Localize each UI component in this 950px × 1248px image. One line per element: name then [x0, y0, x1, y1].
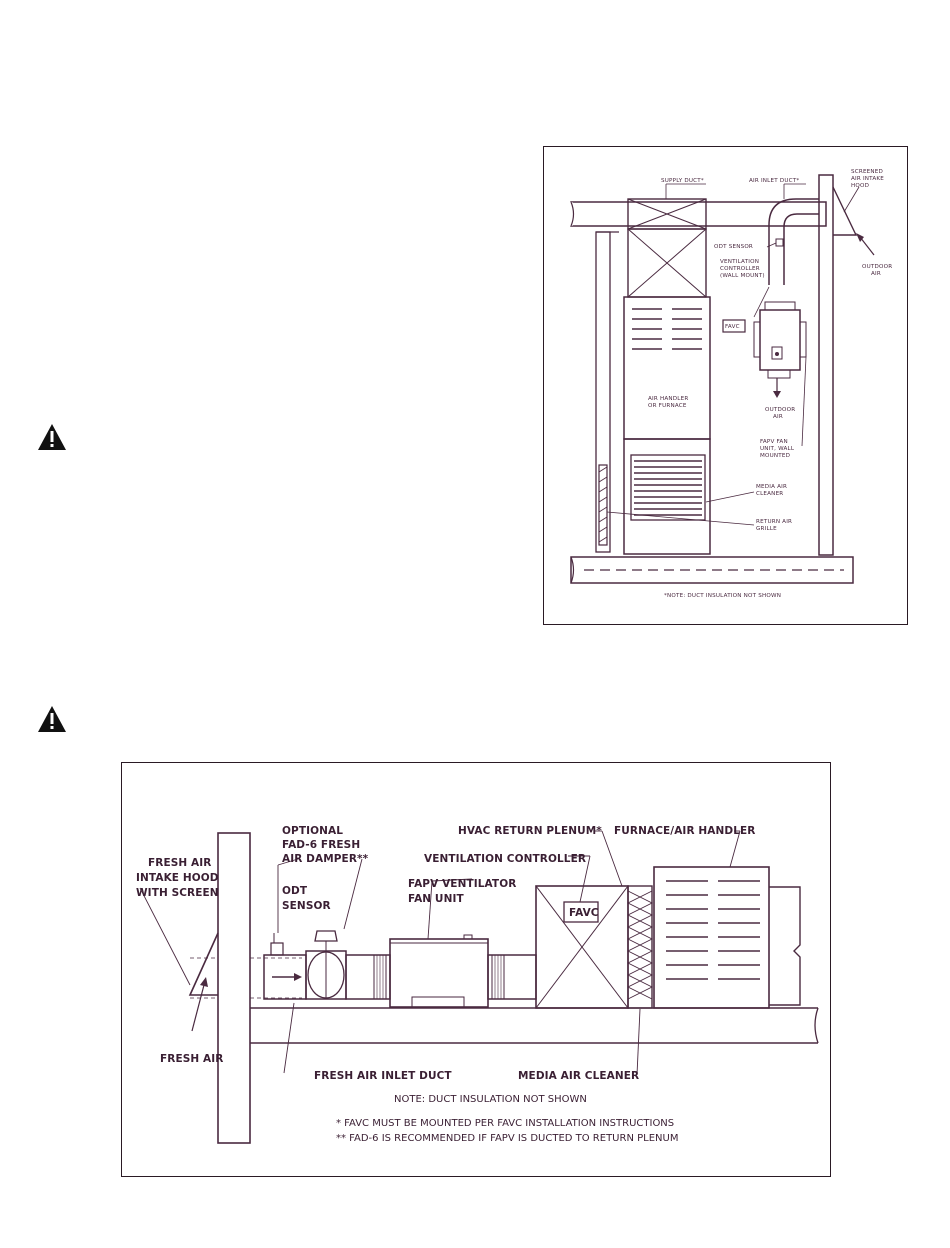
svg-text:SENSOR: SENSOR [282, 900, 331, 912]
fresh-air-intake-hood [188, 932, 219, 996]
label-odt-sensor: ODT SENSOR [714, 244, 753, 250]
label-optional-damper: OPTIONAL [282, 825, 343, 837]
svg-text:INTAKE HOOD: INTAKE HOOD [136, 872, 219, 884]
svg-text:AIR DAMPER**: AIR DAMPER** [282, 853, 369, 865]
screened-air-intake-hood [832, 186, 858, 236]
label-fapv-ventilator: FAPV VENTILATOR [408, 878, 516, 890]
ducted-diagram-drawing: OPTIONAL FAD-6 FRESH AIR DAMPER** HVAC R… [136, 825, 819, 1144]
label-outdoor-air-top: OUTDOOR [862, 264, 892, 270]
supply-duct [570, 201, 827, 227]
svg-text:MOUNTED: MOUNTED [760, 453, 790, 459]
furnace-air-handler [653, 866, 770, 1009]
label-furnace-air-handler: FURNACE/AIR HANDLER [614, 825, 755, 837]
svg-text:FAN UNIT: FAN UNIT [408, 893, 464, 905]
svg-text:GRILLE: GRILLE [756, 526, 777, 532]
label-fresh-air-intake-hood: FRESH AIR [148, 857, 211, 869]
label-media-air-cleaner: MEDIA AIR [756, 484, 787, 490]
label-outdoor-air-bottom: OUTDOOR [765, 407, 795, 413]
svg-text:AIR: AIR [871, 271, 881, 277]
label-fapv-fan-unit: FAPV FAN [760, 439, 788, 445]
favc-controller [722, 319, 746, 333]
label-fresh-air: FRESH AIR [160, 1053, 223, 1065]
svg-text:CLEANER: CLEANER [756, 491, 783, 497]
svg-text:HOOD: HOOD [851, 183, 869, 189]
label-return-air-grille: RETURN AIR [756, 519, 792, 525]
figure-wall-mount-diagram: SUPPLY DUCT* AIR INLET DUCT* SCREENED AI… [543, 146, 908, 625]
label-note-insulation: *NOTE: DUCT INSULATION NOT SHOWN [664, 593, 781, 599]
warning-triangle-icon [37, 705, 67, 733]
label-fresh-air-inlet-duct: FRESH AIR INLET DUCT [314, 1070, 452, 1082]
svg-text:CONTROLLER: CONTROLLER [720, 266, 760, 272]
return-air-grille [598, 464, 608, 546]
figure-ducted-diagram: OPTIONAL FAD-6 FRESH AIR DAMPER** HVAC R… [121, 762, 831, 1177]
floor-slab [570, 556, 854, 584]
label-ventilation-controller: VENTILATION [720, 259, 759, 265]
label-supply-duct: SUPPLY DUCT* [661, 178, 704, 184]
fapv-fan-unit [759, 309, 801, 371]
svg-text:OR FURNACE: OR FURNACE [648, 403, 687, 409]
svg-text:AIR INTAKE: AIR INTAKE [851, 176, 884, 182]
footnote-fad6: ** FAD-6 IS RECOMMENDED IF FAPV IS DUCTE… [336, 1133, 678, 1144]
exterior-wall [818, 174, 834, 556]
label-favc: FAVC [569, 907, 599, 919]
label-air-handler: AIR HANDLER [648, 396, 688, 402]
svg-text:WITH SCREEN: WITH SCREEN [136, 887, 219, 899]
media-air-cleaner [630, 454, 706, 521]
label-air-inlet-duct: AIR INLET DUCT* [749, 178, 799, 184]
label-odt-sensor: ODT [282, 885, 308, 897]
odt-sensor [270, 942, 284, 956]
label-favc: FAVC [725, 324, 740, 330]
media-air-cleaner [627, 885, 653, 1009]
svg-text:(WALL MOUNT): (WALL MOUNT) [720, 273, 765, 279]
label-ventilation-controller: VENTILATION CONTROLLER [424, 853, 586, 865]
label-media-air-cleaner: MEDIA AIR CLEANER [518, 1070, 639, 1082]
favc-controller [563, 901, 599, 923]
exterior-wall [217, 832, 251, 1144]
air-inlet-duct [768, 198, 819, 285]
wall-mount-diagram-drawing: SUPPLY DUCT* AIR INLET DUCT* SCREENED AI… [569, 169, 892, 599]
svg-text:FAD-6 FRESH: FAD-6 FRESH [282, 839, 360, 851]
label-hvac-return-plenum: HVAC RETURN PLENUM* [458, 825, 602, 837]
label-note-insulation: NOTE: DUCT INSULATION NOT SHOWN [394, 1094, 587, 1105]
svg-text:AIR: AIR [773, 414, 783, 420]
footnote-favc: * FAVC MUST BE MOUNTED PER FAVC INSTALLA… [336, 1118, 674, 1129]
svg-text:UNIT, WALL: UNIT, WALL [760, 446, 795, 452]
warning-triangle-icon [37, 423, 67, 451]
label-screened-hood: SCREENED [851, 169, 883, 175]
odt-sensor [775, 238, 784, 247]
